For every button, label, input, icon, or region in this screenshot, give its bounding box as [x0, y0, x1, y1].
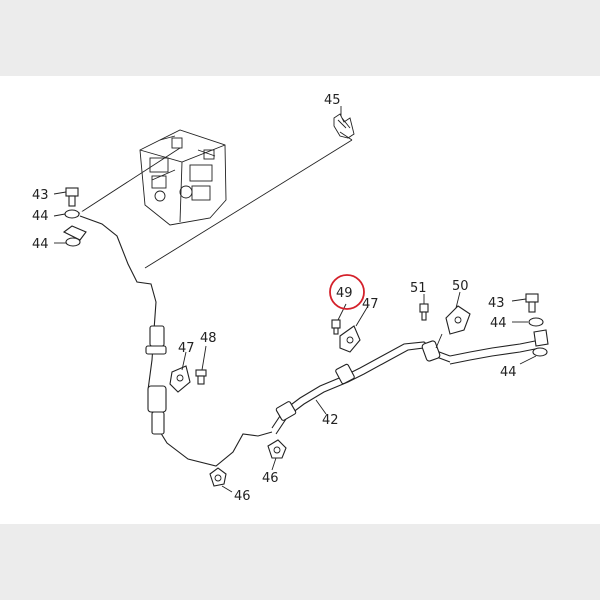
callout-50: 50: [452, 279, 469, 294]
part-44-washer-a: [64, 209, 80, 219]
callout-43-right: 43: [488, 296, 505, 311]
callout-49: 49: [336, 286, 353, 301]
callout-43-left: 43: [32, 188, 49, 203]
part-42-brake-hose: [271, 339, 541, 435]
part-49-bolt: [331, 319, 341, 335]
callout-42: 42: [322, 413, 339, 428]
callout-44-left-b: 44: [32, 237, 49, 252]
callout-44-right-a: 44: [490, 316, 507, 331]
part-43-bolt-left: [65, 187, 79, 207]
part-43-bolt-right: [525, 293, 539, 313]
part-48-bolt: [195, 369, 207, 385]
callout-47-left: 47: [178, 341, 195, 356]
reference-line: [144, 139, 353, 269]
callout-47-center: 47: [362, 297, 379, 312]
part-45-clip: [333, 113, 355, 139]
part-44-washer-b: [65, 237, 81, 247]
fitting-left-upper: [145, 325, 167, 355]
part-47-bracket-left: [169, 365, 191, 393]
highlight-circle: [329, 274, 365, 310]
fitting-left-lower: [147, 385, 167, 435]
abs-unit: [139, 129, 227, 226]
part-47-bracket-center: [339, 325, 361, 353]
part-46-clip-lower: [209, 467, 227, 487]
callout-44-left-a: 44: [32, 209, 49, 224]
callout-46-lower: 46: [234, 489, 251, 504]
brake-pipe-left: [79, 210, 273, 467]
reference-line-2: [71, 147, 181, 219]
callout-44-right-b: 44: [500, 365, 517, 380]
callout-46-right: 46: [262, 471, 279, 486]
callout-45: 45: [324, 93, 341, 108]
callout-48: 48: [200, 331, 217, 346]
part-44-washer-c: [528, 317, 544, 327]
part-50-bracket: [445, 305, 471, 335]
part-44-fitting-right: [533, 329, 549, 347]
part-44-fitting-left: [62, 225, 87, 241]
diagram-panel: [0, 76, 600, 524]
part-46-clip-right: [267, 439, 287, 459]
part-51-bolt: [419, 303, 429, 321]
callout-51: 51: [410, 281, 427, 296]
part-44-washer-d: [532, 347, 548, 357]
